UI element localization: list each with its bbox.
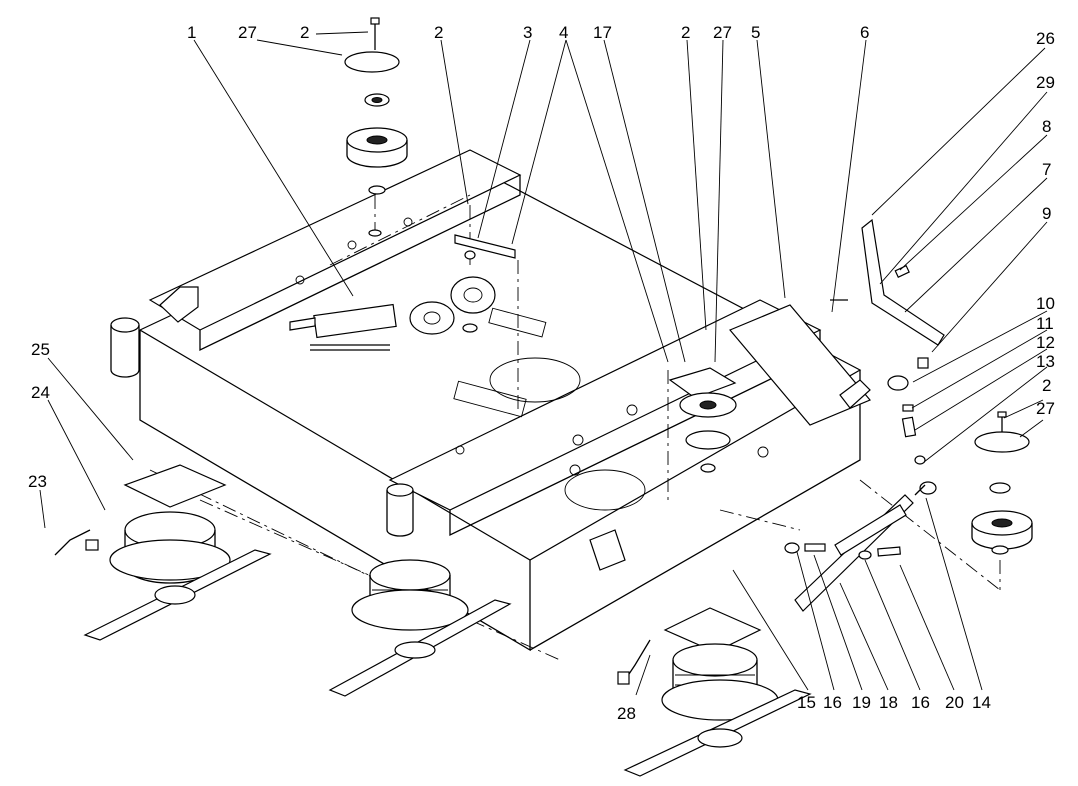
callout-29: 29: [1036, 73, 1055, 92]
callout-2: 2: [681, 23, 690, 42]
callout-2: 2: [300, 23, 309, 42]
right-pulley-stack: [971, 411, 1033, 555]
callout-7: 7: [1042, 160, 1051, 179]
callout-12: 12: [1036, 333, 1055, 352]
callout-4: 4: [559, 23, 568, 42]
callout-1: 1: [187, 23, 196, 42]
deck-frame: [110, 149, 871, 652]
right-spindle-assembly: [617, 607, 812, 777]
callout-8: 8: [1042, 117, 1051, 136]
electric-actuator: [289, 301, 455, 351]
callout-11: 11: [1036, 314, 1054, 333]
callout-9: 9: [1042, 204, 1051, 223]
right-lever-bracket: [830, 218, 945, 346]
callout-labels: 1 27 2 2 3 4 17 2 27 5 6 26 29 8 7 9 10 …: [28, 23, 1055, 723]
leader-lines: [39, 31, 1048, 696]
callout-25: 25: [31, 340, 50, 359]
callout-27: 27: [238, 23, 257, 42]
callout-13: 13: [1036, 352, 1055, 371]
callout-2: 2: [1042, 376, 1051, 395]
center-idler-assembly: [450, 234, 516, 333]
callout-16: 16: [911, 693, 930, 712]
callout-3: 3: [523, 23, 532, 42]
callout-24: 24: [31, 383, 50, 402]
callout-27: 27: [713, 23, 732, 42]
callout-23: 23: [28, 472, 47, 491]
callout-19: 19: [852, 693, 871, 712]
callout-18: 18: [879, 693, 898, 712]
callout-10: 10: [1036, 294, 1055, 313]
rear-pulley-stack: [344, 17, 408, 237]
callout-16: 16: [823, 693, 842, 712]
callout-27: 27: [1036, 399, 1055, 418]
adjuster-linkage: [887, 357, 937, 496]
callout-28: 28: [617, 704, 636, 723]
callout-14: 14: [972, 693, 991, 712]
deflector-arm: [784, 494, 914, 612]
callout-17: 17: [593, 23, 612, 42]
front-idler-pulley: [668, 367, 737, 473]
callout-26: 26: [1036, 29, 1055, 48]
left-spindle-assembly: [54, 464, 272, 641]
callout-15: 15: [797, 693, 816, 712]
callout-2: 2: [434, 23, 443, 42]
callout-6: 6: [860, 23, 869, 42]
callout-20: 20: [945, 693, 964, 712]
callout-5: 5: [751, 23, 760, 42]
center-spindle-assembly: [328, 559, 512, 697]
